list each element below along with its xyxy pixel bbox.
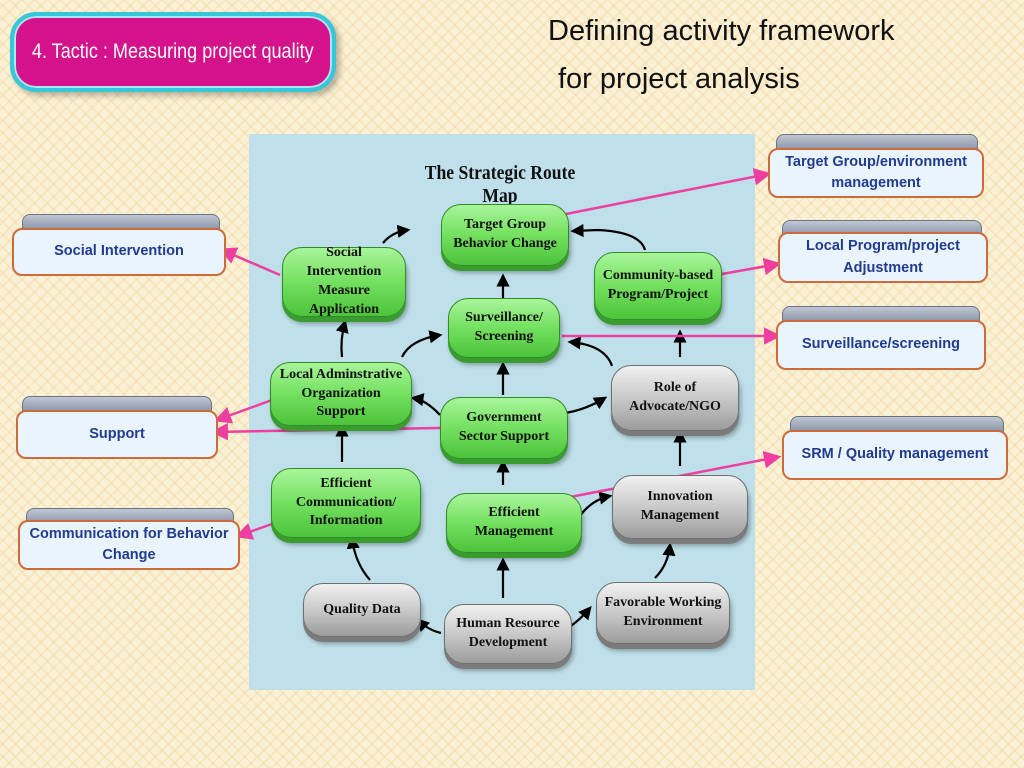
pink-target-to-side [565, 168, 772, 216]
side-social-intervention: Social Intervention [12, 228, 226, 276]
arrow-localadmin-to-socint [335, 319, 349, 358]
node-surveillance: Surveillance/ Screening [448, 298, 560, 358]
side-surveillance-screening: Surveillance/screening [776, 320, 986, 370]
page-title-line2: for project analysis [558, 63, 800, 95]
side-communication: Communication for Behavior Change [18, 520, 240, 570]
node-social-intervention-measure: Social Intervention Measure Application [282, 245, 406, 317]
node-local-admin: Local Adminstrative Organization Support [270, 362, 412, 426]
pink-effcomm-to-comm [234, 522, 273, 540]
node-innovation: Innovation Management [612, 475, 748, 539]
node-efficient-management: Efficient Management [446, 493, 582, 553]
node-community-based: Community-based Program/Project [594, 252, 722, 320]
arrow-socint-to-target [382, 224, 411, 244]
pink-community-to-side [721, 257, 782, 276]
pink-gov-to-support [210, 423, 441, 441]
pink-socint-to-side [218, 247, 281, 277]
arrow-hr-to-quality [416, 618, 442, 635]
node-efficient-communication: Efficient Communication/ Information [271, 468, 421, 538]
tactic-banner: 4. Tactic : Measuring project quality [10, 12, 336, 92]
node-target-group: Target Group Behavior Change [441, 204, 569, 266]
side-local-program: Local Program/project Adjustment [778, 232, 988, 283]
node-government: Government Sector Support [440, 397, 568, 459]
arrow-community-to-target [570, 223, 647, 251]
pink-localadmin-to-support [213, 398, 273, 424]
route-map-title: The Strategic Route Map [424, 162, 576, 207]
arrow-localadmin-to-surv [401, 330, 443, 358]
node-favorable: Favorable Working Environment [596, 582, 730, 644]
arrow-role-to-surv [567, 336, 614, 367]
node-role-advocate: Role of Advocate/NGO [611, 365, 739, 431]
node-quality-data: Quality Data [303, 583, 421, 637]
page-title-line1: Defining activity framework [548, 15, 895, 47]
side-support: Support [16, 410, 218, 459]
side-srm-quality: SRM / Quality management [782, 430, 1008, 480]
arrow-gov-to-localadmin [410, 393, 441, 416]
tactic-label: 4. Tactic : Measuring project quality [32, 40, 314, 63]
node-human-resource: Human Resource Development [444, 604, 572, 664]
arrow-gov-to-role [564, 396, 608, 415]
arrow-quality-to-effcomm [346, 535, 371, 581]
arrow-favorable-to-innovation [654, 542, 676, 579]
side-target-group-env: Target Group/environment management [768, 148, 984, 198]
